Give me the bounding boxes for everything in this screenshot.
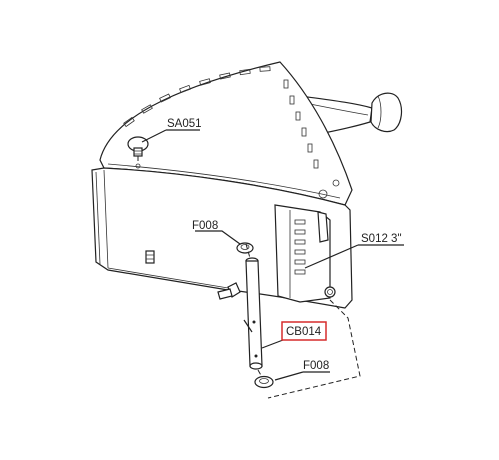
cb014-pin (245, 257, 263, 370)
label-f008-top: F008 (192, 220, 218, 232)
quadrant-plate (99, 61, 353, 206)
label-sa051: SA051 (167, 118, 202, 130)
cb014-highlight-box (281, 321, 327, 341)
label-f008-bottom: F008 (303, 360, 329, 372)
f008-bottom-washer (254, 375, 274, 389)
leader-lines (141, 129, 404, 381)
f008-top-washer (236, 242, 254, 254)
label-s012: S012 3" (361, 233, 402, 245)
label-cb014: CB014 (286, 326, 322, 338)
notch-slots (123, 66, 319, 169)
main-housing (91, 167, 353, 309)
gear-teeth (294, 219, 306, 275)
explode-lines (245, 243, 361, 399)
sa051-knob (127, 136, 149, 169)
